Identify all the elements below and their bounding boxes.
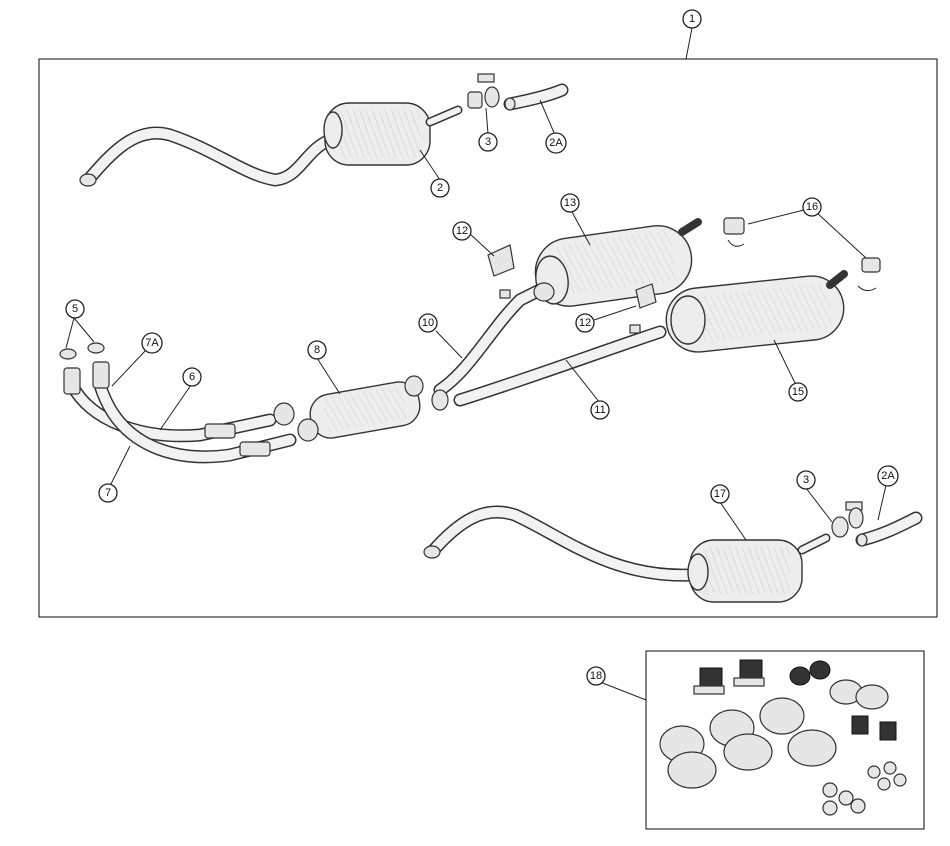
callout-label: 3 xyxy=(803,474,809,486)
callout-3-bottom: 3 xyxy=(796,470,816,490)
kit-frame xyxy=(645,650,925,830)
front-downpipes xyxy=(59,342,297,464)
brackets-12 xyxy=(487,244,657,334)
intermediate-silencer-15 xyxy=(665,270,848,353)
callout-8: 8 xyxy=(307,340,327,360)
callout-label: 6 xyxy=(189,371,195,383)
intermediate-pipes xyxy=(431,282,667,411)
callout-label: 8 xyxy=(314,344,320,356)
callout-label: 15 xyxy=(792,386,804,398)
callout-12-lower: 12 xyxy=(575,313,595,333)
callout-label: 17 xyxy=(714,488,726,500)
callout-2a-bottom: 2A xyxy=(877,465,899,487)
fitting-kit-contents xyxy=(659,659,907,816)
callout-6: 6 xyxy=(182,367,202,387)
callout-label: 7A xyxy=(145,337,159,349)
callout-13: 13 xyxy=(560,193,580,213)
hanger-brackets-16 xyxy=(723,217,881,292)
callout-label: 16 xyxy=(806,201,818,213)
callout-17: 17 xyxy=(710,484,730,504)
tail-pipe-bottom xyxy=(855,511,923,547)
callout-label: 1 xyxy=(689,13,695,25)
front-silencer-8 xyxy=(273,375,424,442)
callout-15: 15 xyxy=(788,382,808,402)
tail-pipe-top xyxy=(503,83,569,111)
callout-label: 7 xyxy=(105,487,111,499)
callout-label: 2 xyxy=(437,182,443,194)
callout-label: 13 xyxy=(564,197,576,209)
mounting-rubber-top xyxy=(467,73,500,109)
callout-label: 2A xyxy=(881,470,895,482)
mounting-rubber-bottom xyxy=(831,501,864,538)
rear-silencer-right xyxy=(423,505,831,603)
callout-10: 10 xyxy=(418,313,438,333)
callout-7: 7 xyxy=(98,483,118,503)
leader-lines xyxy=(65,27,887,701)
callout-label: 5 xyxy=(72,303,78,315)
callout-18: 18 xyxy=(586,666,606,686)
callout-3-top: 3 xyxy=(478,132,498,152)
callout-11: 11 xyxy=(590,400,610,420)
callout-7a: 7A xyxy=(141,332,163,354)
callout-label: 2A xyxy=(549,137,563,149)
callout-2a-top: 2A xyxy=(545,132,567,154)
rear-silencer-left xyxy=(79,102,463,187)
assembly-frame xyxy=(38,58,938,618)
callout-label: 18 xyxy=(590,670,602,682)
callout-2: 2 xyxy=(430,178,450,198)
callout-12-upper: 12 xyxy=(452,221,472,241)
callout-label: 3 xyxy=(485,136,491,148)
callout-label: 10 xyxy=(422,317,434,329)
intermediate-silencer-13 xyxy=(534,218,702,307)
callout-1: 1 xyxy=(682,9,702,29)
callout-label: 12 xyxy=(579,317,591,329)
callout-16: 16 xyxy=(802,197,822,217)
callout-5: 5 xyxy=(65,299,85,319)
callout-label: 11 xyxy=(594,404,605,416)
callout-label: 12 xyxy=(456,225,468,237)
